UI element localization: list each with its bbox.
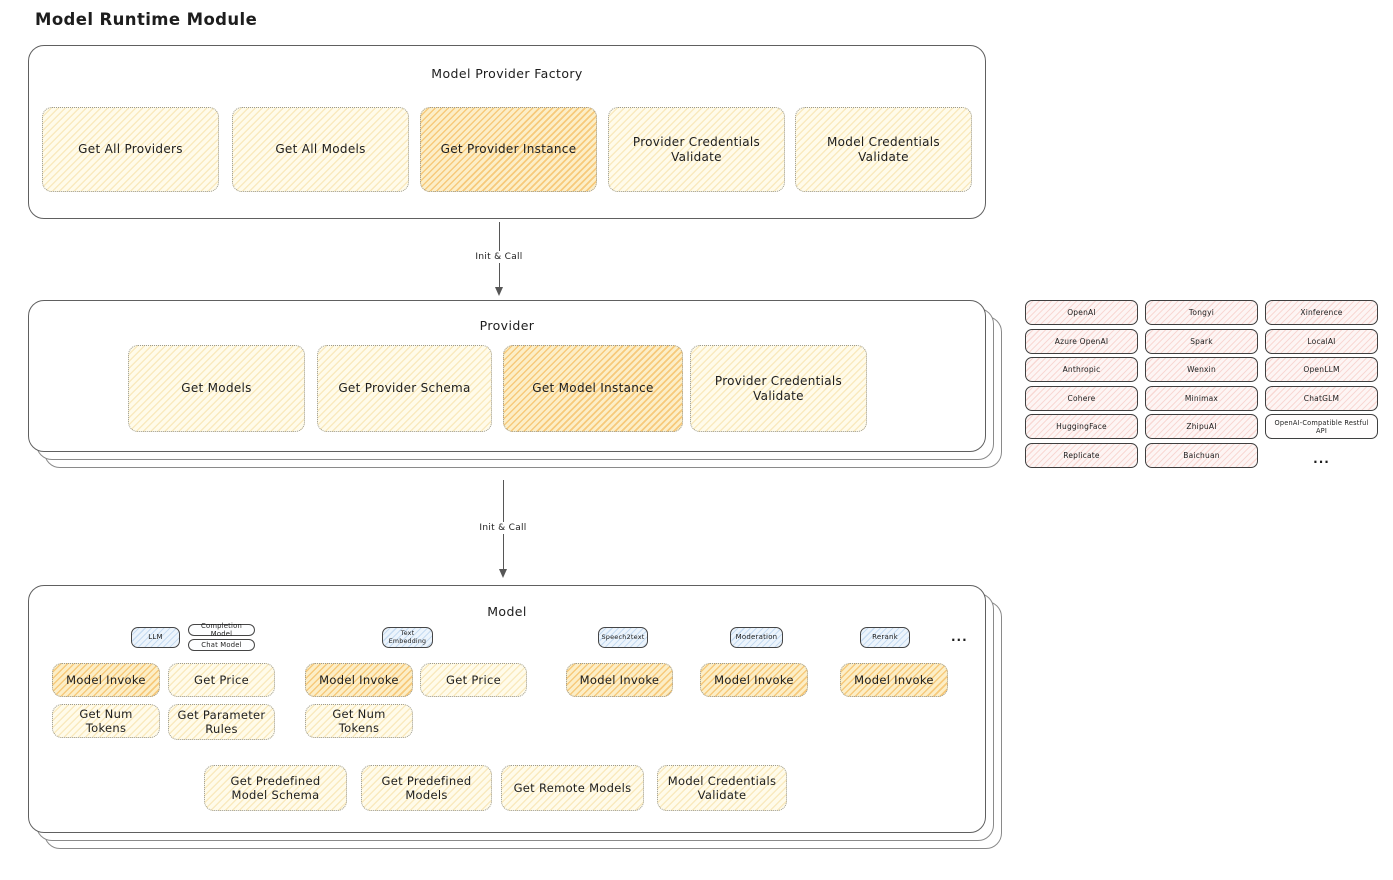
provider-get-provider-schema: Get Provider Schema bbox=[317, 345, 492, 432]
factory-get-all-providers: Get All Providers bbox=[42, 107, 219, 192]
model-type-completion-model: Completion Model bbox=[188, 622, 255, 638]
provider-chip-spark: Spark bbox=[1145, 329, 1258, 354]
provider-chip-minimax: Minimax bbox=[1145, 386, 1258, 411]
model-types-ellipsis: ... bbox=[951, 630, 968, 644]
arrow-provider-to-model-head bbox=[499, 569, 507, 578]
provider-chip-anthropic: Anthropic bbox=[1025, 357, 1138, 382]
provider-chip-openai: OpenAI bbox=[1025, 300, 1138, 325]
provider-chip-localai: LocalAI bbox=[1265, 329, 1378, 354]
provider-chip-openllm: OpenLLM bbox=[1265, 357, 1378, 382]
moderation-model-invoke: Model Invoke bbox=[700, 663, 808, 697]
provider-provider-credentials-validate: Provider Credentials Validate bbox=[690, 345, 867, 432]
factory-provider-credentials-validate: Provider Credentials Validate bbox=[608, 107, 785, 192]
factory-model-credentials-validate: Model Credentials Validate bbox=[795, 107, 972, 192]
text-embedding-get-num-tokens: Get Num Tokens bbox=[305, 704, 413, 738]
llm-model-invoke: Model Invoke bbox=[52, 663, 160, 697]
model-type-moderation: Moderation bbox=[730, 627, 783, 648]
factory-get-all-models: Get All Models bbox=[232, 107, 409, 192]
model-model-credentials-validate: Model Credentials Validate bbox=[657, 765, 787, 811]
provider-chip-xinference: Xinference bbox=[1265, 300, 1378, 325]
provider-get-model-instance: Get Model Instance bbox=[503, 345, 683, 432]
text-embedding-model-invoke: Model Invoke bbox=[305, 663, 413, 697]
model-type-llm: LLM bbox=[131, 627, 180, 648]
model-get-predefined-model-schema: Get Predefined Model Schema bbox=[204, 765, 347, 811]
llm-get-parameter-rules: Get Parameter Rules bbox=[168, 704, 275, 740]
page-title: Model Runtime Module bbox=[35, 10, 258, 29]
provider-chip-zhipuai: ZhipuAI bbox=[1145, 414, 1258, 439]
provider-chip-azure-openai: Azure OpenAI bbox=[1025, 329, 1138, 354]
provider-chip-wenxin: Wenxin bbox=[1145, 357, 1258, 382]
model-title: Model bbox=[487, 604, 527, 619]
llm-get-num-tokens: Get Num Tokens bbox=[52, 704, 160, 738]
factory-title: Model Provider Factory bbox=[431, 66, 583, 81]
model-type-text-embedding: Text Embedding bbox=[382, 627, 433, 648]
provider-chip-chatglm: ChatGLM bbox=[1265, 386, 1378, 411]
provider-chip-huggingface: HuggingFace bbox=[1025, 414, 1138, 439]
model-type-rerank: Rerank bbox=[860, 627, 910, 648]
rerank-model-invoke: Model Invoke bbox=[840, 663, 948, 697]
provider-grid-ellipsis: ... bbox=[1313, 451, 1330, 466]
model-get-predefined-models: Get Predefined Models bbox=[361, 765, 492, 811]
arrow-factory-to-provider-head bbox=[495, 287, 503, 296]
model-type-speech2text: Speech2text bbox=[598, 627, 648, 648]
provider-chip-replicate: Replicate bbox=[1025, 443, 1138, 468]
llm-get-price: Get Price bbox=[168, 663, 275, 697]
provider-chip-cohere: Cohere bbox=[1025, 386, 1138, 411]
provider-chip-baichuan: Baichuan bbox=[1145, 443, 1258, 468]
provider-chip-tongyi: Tongyi bbox=[1145, 300, 1258, 325]
text-embedding-get-price: Get Price bbox=[420, 663, 527, 697]
init-call-label-2: Init & Call bbox=[475, 522, 531, 534]
provider-title: Provider bbox=[479, 318, 535, 333]
provider-chip-openai-compatible-restful-api: OpenAI-Compatible Restful API bbox=[1265, 414, 1378, 439]
speech2text-model-invoke: Model Invoke bbox=[566, 663, 673, 697]
model-get-remote-models: Get Remote Models bbox=[501, 765, 644, 811]
init-call-label-1: Init & Call bbox=[471, 251, 527, 263]
model-type-chat-model: Chat Model bbox=[188, 639, 255, 651]
provider-get-models: Get Models bbox=[128, 345, 305, 432]
factory-get-provider-instance: Get Provider Instance bbox=[420, 107, 597, 192]
